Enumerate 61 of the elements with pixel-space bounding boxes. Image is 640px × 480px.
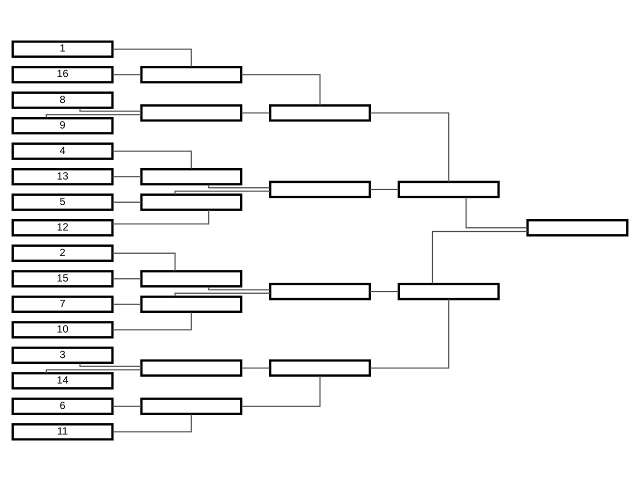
connector bbox=[112, 210, 210, 224]
node-box bbox=[268, 282, 372, 300]
node-box: 4 bbox=[12, 142, 114, 160]
connector bbox=[370, 188, 398, 190]
node-box bbox=[140, 295, 242, 312]
node-box: 7 bbox=[12, 295, 114, 312]
node-box bbox=[140, 168, 242, 185]
connector bbox=[432, 230, 528, 284]
node-box: 1 bbox=[12, 40, 114, 58]
node-box bbox=[140, 104, 242, 122]
connector bbox=[241, 74, 321, 105]
node-box bbox=[398, 180, 500, 198]
node-box bbox=[140, 270, 242, 287]
node-box bbox=[140, 66, 242, 83]
connector bbox=[174, 190, 270, 194]
node-box: 13 bbox=[12, 168, 114, 185]
connector bbox=[241, 112, 270, 114]
connector bbox=[79, 362, 142, 366]
node-box bbox=[268, 358, 372, 376]
connector bbox=[112, 48, 192, 66]
node-box: 10 bbox=[12, 320, 114, 338]
node-box bbox=[526, 218, 628, 236]
connector bbox=[370, 112, 450, 182]
connector bbox=[241, 375, 321, 406]
node-box: 6 bbox=[12, 397, 114, 415]
connector bbox=[112, 150, 192, 168]
connector bbox=[112, 312, 192, 330]
node-box bbox=[268, 104, 372, 122]
connector bbox=[370, 298, 450, 368]
connector bbox=[241, 366, 270, 368]
connector bbox=[79, 108, 142, 112]
connector bbox=[112, 176, 142, 177]
connector bbox=[112, 414, 192, 432]
node-box bbox=[140, 397, 242, 415]
connector bbox=[466, 196, 528, 228]
node-box: 12 bbox=[12, 218, 114, 236]
node-box: 3 bbox=[12, 346, 114, 364]
connector bbox=[208, 286, 270, 290]
node-box: 9 bbox=[12, 116, 114, 134]
connector bbox=[370, 290, 398, 292]
node-box: 5 bbox=[12, 193, 114, 210]
connector bbox=[112, 252, 176, 270]
node-box bbox=[268, 180, 372, 198]
connector bbox=[174, 292, 270, 296]
node-box bbox=[140, 193, 242, 210]
connector bbox=[112, 405, 142, 406]
node-box bbox=[398, 282, 500, 300]
connector bbox=[46, 114, 142, 118]
node-box: 14 bbox=[12, 372, 114, 389]
node-box: 16 bbox=[12, 66, 114, 83]
connector bbox=[46, 368, 142, 372]
node-box: 15 bbox=[12, 270, 114, 287]
connector bbox=[112, 303, 142, 304]
node-box: 8 bbox=[12, 91, 114, 108]
node-box: 11 bbox=[12, 422, 114, 440]
connector bbox=[208, 184, 270, 188]
connector bbox=[112, 201, 142, 202]
node-box bbox=[140, 358, 242, 376]
connector bbox=[112, 74, 142, 75]
node-box: 2 bbox=[12, 244, 114, 262]
connector bbox=[112, 278, 142, 279]
